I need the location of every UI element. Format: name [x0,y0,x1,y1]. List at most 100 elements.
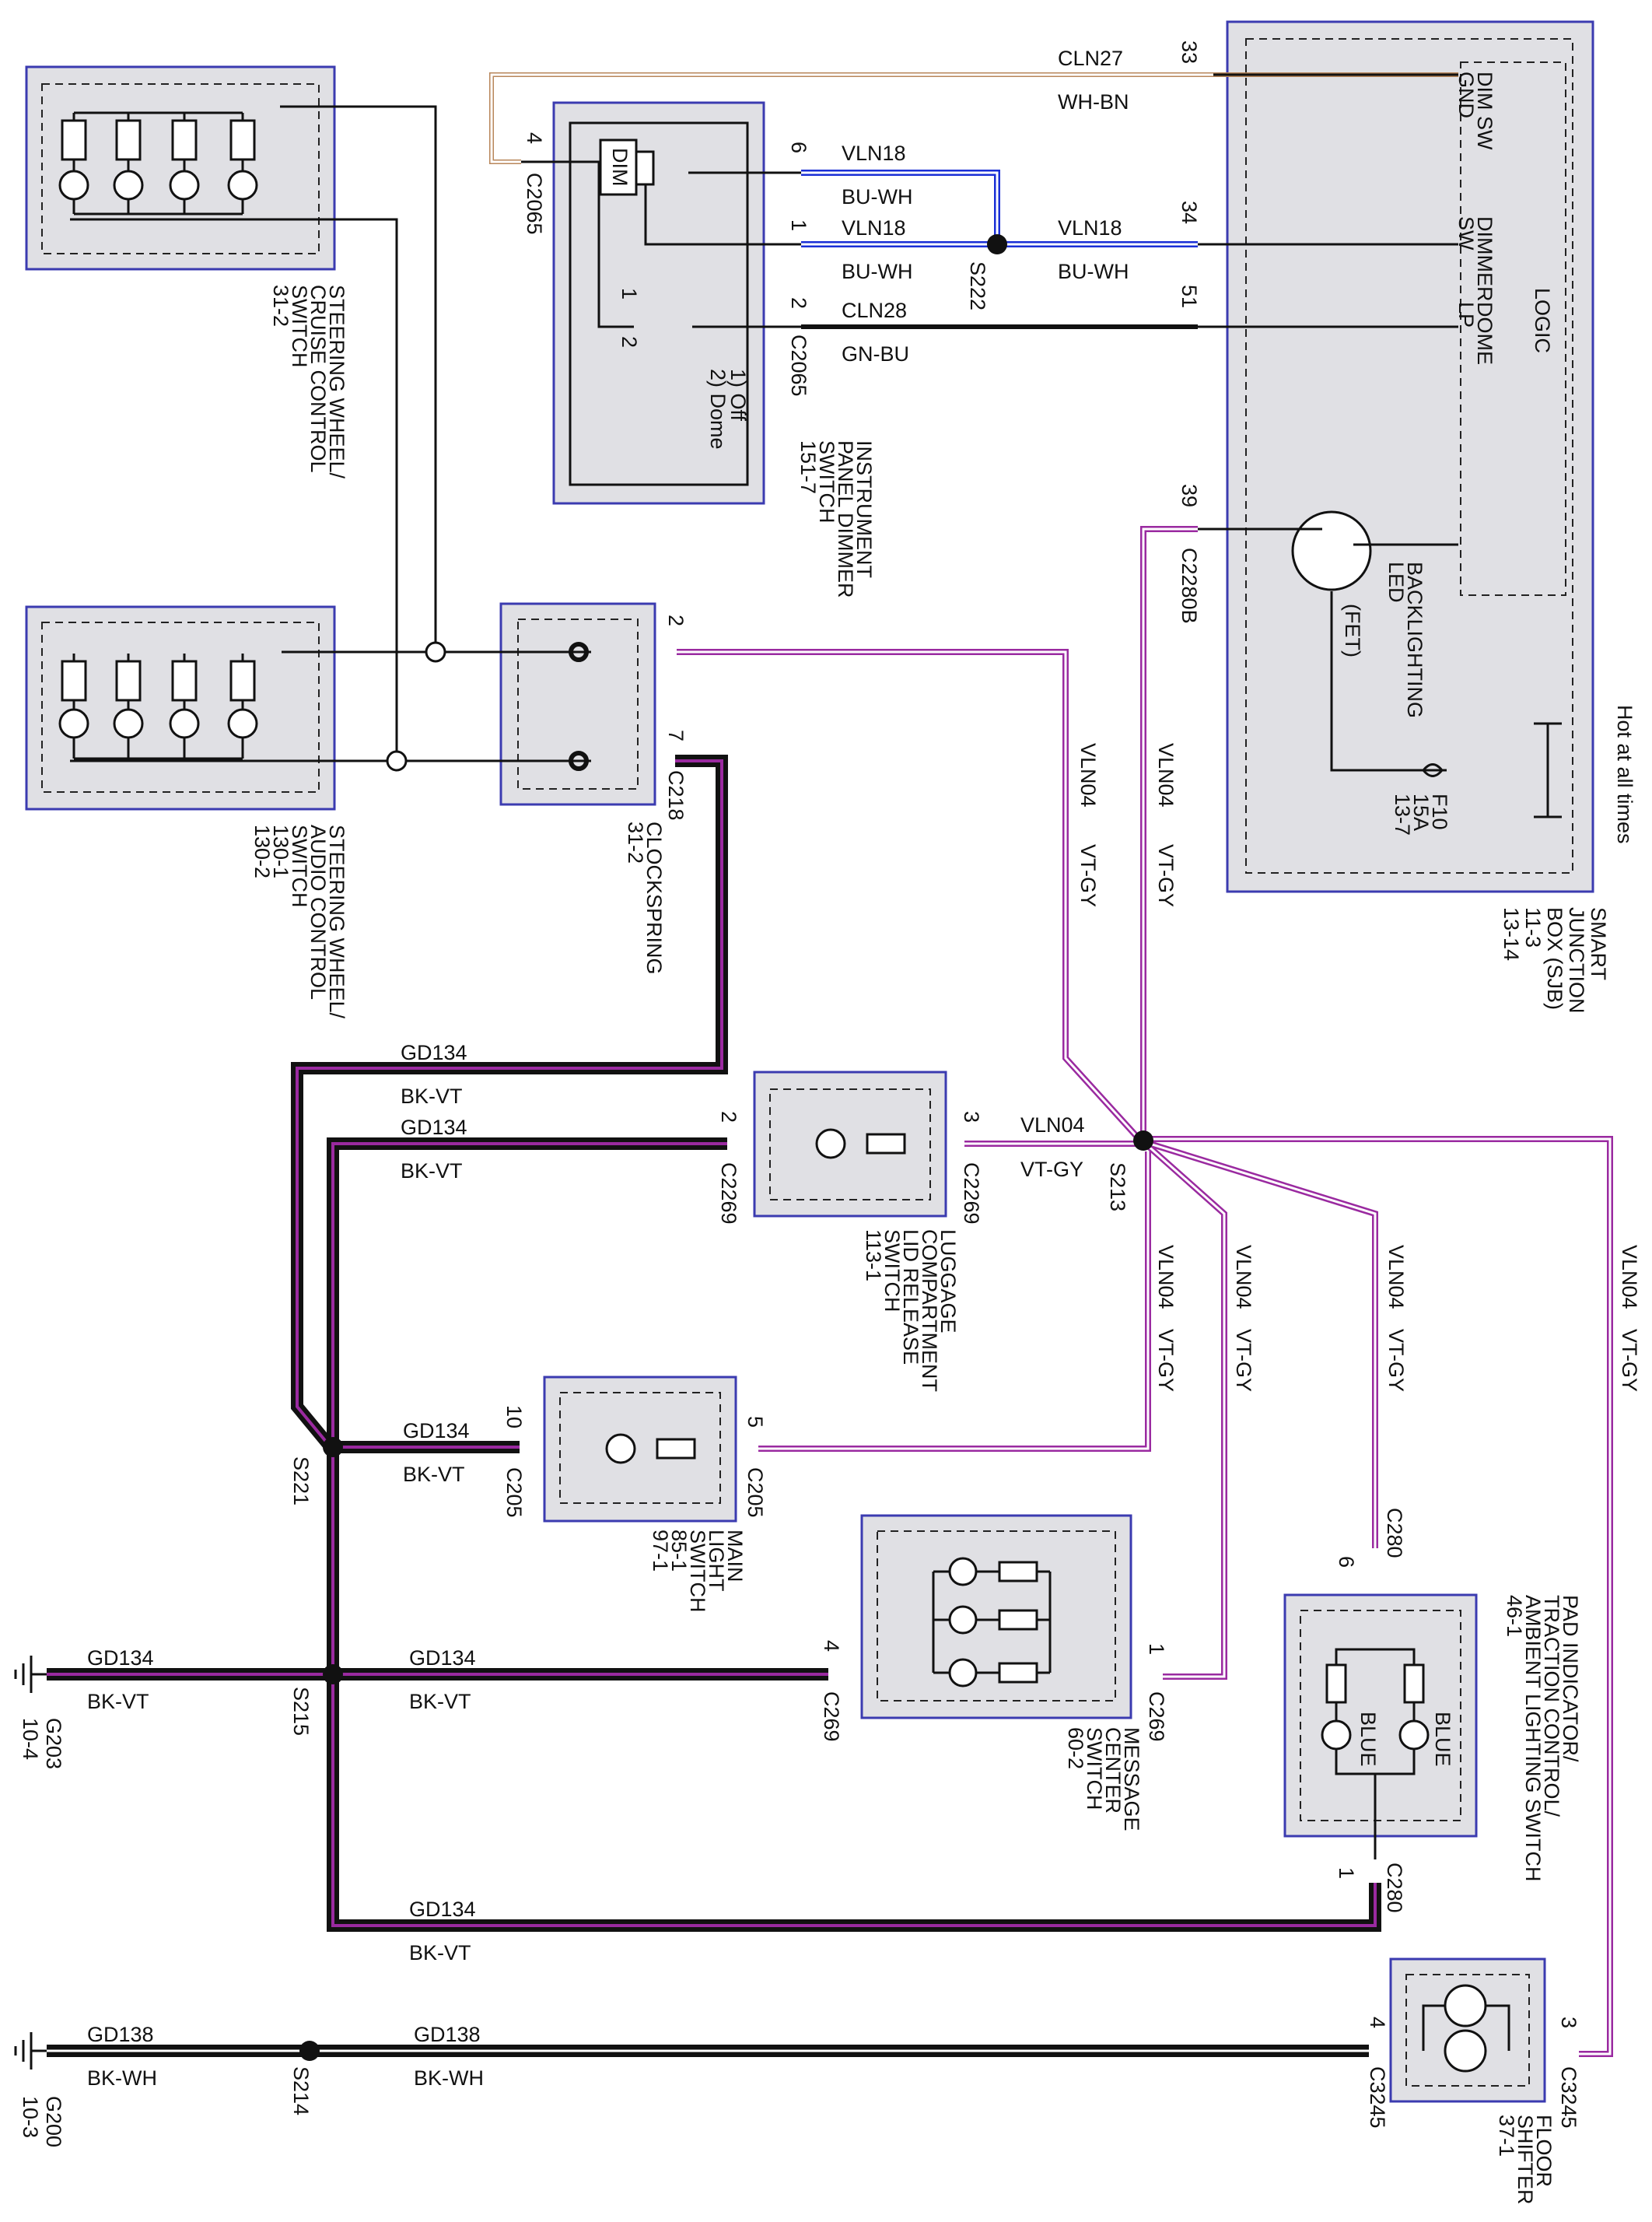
wire-vln18-upper [801,170,1000,244]
wire-vln04-pad [1148,1141,1378,1548]
svg-text:31-2: 31-2 [269,285,292,327]
label-gd134-e: GD134 [409,1646,476,1670]
label-gd134-f: GD134 [409,1898,476,1921]
pin-2-c2269: 2 [717,1111,740,1123]
svg-text:CENTER: CENTER [1101,1727,1125,1814]
svg-text:1) Off: 1) Off [726,369,750,422]
pin-6-c280: 6 [1335,1556,1358,1568]
label-gd138-a: GD138 [87,2023,154,2046]
svg-text:37-1: 37-1 [1495,2115,1518,2157]
hot-at-all-times-label: Hot at all times [1613,705,1636,844]
pin-34: 34 [1178,201,1201,224]
pad-indicator-switch-label: PAD INDICATOR/ TRACTION CONTROL/ AMBIENT… [1503,1595,1582,1882]
svg-text:STEERING WHEEL/: STEERING WHEEL/ [325,285,348,479]
label-cln28: CLN28 [842,299,907,322]
label-gd134-a: GD134 [401,1041,467,1064]
label-vt-gy-c: VT-GY [1020,1158,1083,1181]
pin-4-c2065: 4 [523,132,546,144]
label-bk-wh-a: BK-WH [87,2066,157,2090]
ground-g200-icon [14,2032,47,2070]
label-bk-vt-b: BK-VT [401,1159,463,1183]
floor-shifter-box [1389,1957,1546,2103]
dim-sw-gnd-label: DIM SW GND [1454,72,1496,150]
splice-s213 [1133,1130,1153,1151]
svg-text:MAIN: MAIN [723,1530,747,1582]
connector-c3245-a: C3245 [1366,2066,1389,2129]
pin-1-c2065: 1 [787,219,810,231]
svg-text:LED: LED [1384,562,1408,603]
clockspring-contact-7 [569,751,589,771]
connector-c2065-a: C2065 [523,173,546,235]
crossover-2 [386,750,408,772]
label-bu-wh-a: BU-WH [842,185,912,209]
cruise-switch-label: STEERING WHEEL/ CRUISE CONTROL SWITCH 31… [269,285,348,479]
pin-51: 51 [1178,285,1201,308]
label-bk-wh-b: BK-WH [414,2066,484,2090]
steering-switch-circuits [70,105,591,762]
label-vln04-c: VLN04 [1020,1113,1085,1137]
svg-text:PANEL DIMMER: PANEL DIMMER [834,440,857,598]
wire-vln04-clockspring [677,649,1146,1146]
svg-text:LIGHT: LIGHT [705,1530,728,1592]
crossover-1 [425,641,446,663]
dome-lp-label: DOME LP [1454,302,1496,365]
label-bk-vt-d: BK-VT [87,1690,149,1713]
connector-c2280b: C2280B [1178,548,1201,624]
connector-c280-a: C280 [1383,1508,1406,1558]
svg-text:F10: F10 [1428,794,1451,830]
pin-7-c218: 7 [664,730,688,741]
sjb-label: SMART JUNCTION BOX (SJB) 11-3 13-14 [1500,907,1610,1014]
svg-text:FLOOR: FLOOR [1532,2115,1556,2187]
svg-text:BOX (SJB): BOX (SJB) [1543,907,1566,1010]
dimmer-pos-1: 1 [618,288,641,300]
svg-text:AUDIO CONTROL: AUDIO CONTROL [306,825,330,1000]
connector-c205-b: C205 [744,1467,767,1518]
svg-text:15A: 15A [1409,794,1433,831]
svg-text:INSTRUMENT: INSTRUMENT [852,440,876,578]
dimmer-internal-wiring [521,160,801,328]
splice-s215 [323,1664,343,1684]
pin-2-c2065: 2 [787,297,810,309]
connector-c280-b: C280 [1383,1863,1406,1913]
dim-label: DIM [608,148,632,187]
luggage-switch-label: LUGGAGE COMPARTMENT LID RELEASE SWITCH 1… [862,1229,960,1392]
svg-text:SWITCH: SWITCH [288,825,311,907]
main-light-led-resistor [605,1433,696,1464]
dimmer-sw-label: DIMMER SW [1454,216,1496,302]
connector-c218: C218 [664,770,688,821]
audio-switch-label: STEERING WHEEL/ AUDIO CONTROL SWITCH 130… [250,825,348,1019]
svg-text:130-1: 130-1 [269,825,292,878]
label-vln18-b: VLN18 [842,216,906,240]
wire-vln04-floor-shifter [1151,1136,1613,2057]
ground-g200-ref: 10-3 [19,2096,42,2138]
label-vt-gy-e: VT-GY [1232,1329,1255,1392]
main-light-switch-label: MAIN LIGHT SWITCH 85-1 97-1 [649,1530,747,1612]
cruise-switch-box [25,65,336,271]
label-vln04-f: VLN04 [1384,1245,1408,1309]
floor-shifter-label: FLOOR SHIFTER 37-1 [1495,2115,1556,2205]
svg-text:SWITCH: SWITCH [880,1229,904,1312]
svg-text:STEERING WHEEL/: STEERING WHEEL/ [325,825,348,1019]
pad-indicator-switch-box [1283,1593,1478,1838]
pin-10-c205: 10 [502,1405,526,1428]
main-light-switch-box [543,1376,737,1523]
luggage-led-resistor [815,1128,906,1159]
svg-text:SWITCH: SWITCH [1083,1727,1106,1810]
pin-39: 39 [1178,484,1201,507]
ground-g203-label: G203 [42,1718,65,1769]
svg-text:13-14: 13-14 [1500,907,1523,961]
svg-text:60-2: 60-2 [1064,1727,1087,1769]
label-vt-gy-g: VT-GY [1618,1329,1641,1392]
connector-c269-b: C269 [1145,1691,1168,1742]
svg-text:85-1: 85-1 [667,1530,691,1572]
svg-text:DIMMER: DIMMER [1473,216,1496,302]
svg-text:GND: GND [1454,72,1478,118]
label-vt-gy-a: VT-GY [1076,844,1100,907]
pad-blue-1: BLUE [1431,1712,1454,1767]
pin-2-c218: 2 [664,615,688,626]
label-gd134-d: GD134 [87,1646,154,1670]
label-vt-gy-b: VT-GY [1154,844,1178,907]
luggage-switch-box [753,1071,947,1218]
svg-text:13-7: 13-7 [1391,794,1414,836]
svg-text:CLOCKSPRING: CLOCKSPRING [642,822,666,975]
